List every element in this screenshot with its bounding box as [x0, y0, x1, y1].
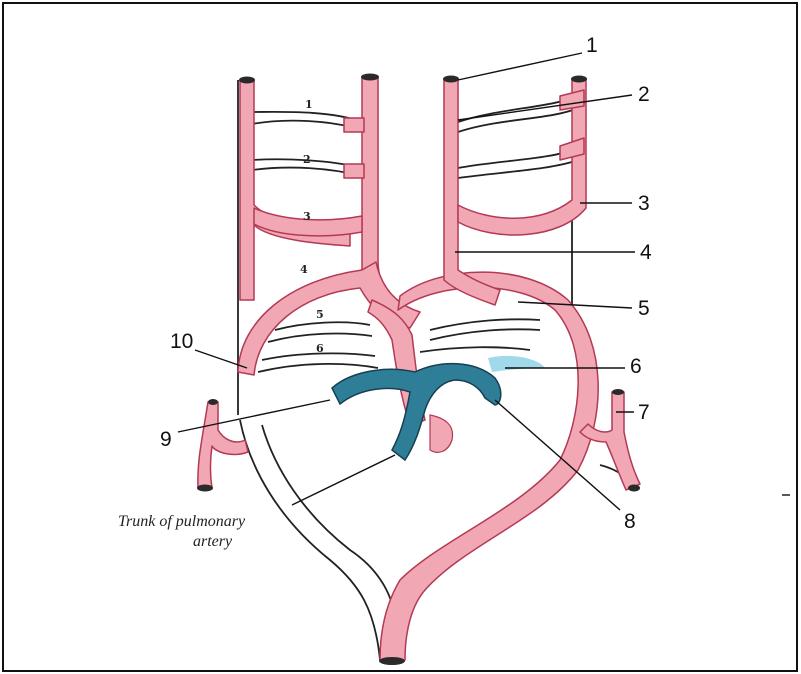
pulmonary-trunk-vessel — [332, 364, 501, 460]
ductus-stump — [430, 415, 453, 452]
leader-line-5 — [518, 302, 632, 308]
vessel-end-cap-left-lower — [197, 485, 213, 492]
vessel-end-cap-descending-aorta — [379, 657, 405, 665]
arch-number-1: 1 — [305, 98, 313, 111]
arch-number-6: 6 — [316, 342, 324, 355]
callout-7: 7 — [638, 401, 650, 424]
arch-number-5: 5 — [316, 308, 324, 321]
leader-line-1 — [458, 53, 582, 80]
callout-5: 5 — [638, 297, 650, 320]
arch-number-4: 4 — [300, 263, 308, 276]
callout-4: 4 — [640, 241, 652, 264]
caption-line-1: Trunk of pulmonary — [118, 513, 246, 530]
pulmonary-highlight — [488, 356, 545, 372]
vessel-end-cap-left-subclavian — [208, 399, 218, 405]
callout-6: 6 — [630, 355, 642, 378]
vessel-end-cap-right-outer — [571, 76, 587, 83]
callout-3: 3 — [638, 192, 650, 215]
caption-line-2: artery — [193, 533, 233, 550]
callout-2: 2 — [638, 83, 650, 106]
leader-line-8 — [495, 400, 620, 510]
callout-9: 9 — [160, 428, 172, 451]
leader-line-9 — [178, 400, 330, 432]
pulmonary-trunk-caption: Trunk of pulmonary artery — [118, 513, 246, 550]
vessel-end-cap-left-outer — [239, 77, 255, 84]
leader-line-pulmonary — [292, 455, 395, 505]
arch-number-3: 3 — [303, 210, 311, 223]
vessel-end-cap-right-lower — [628, 485, 640, 492]
arteries — [198, 78, 640, 660]
vessel-end-cap-right-subclavian — [612, 389, 624, 395]
callout-10: 10 — [170, 330, 193, 353]
callout-8: 8 — [624, 510, 636, 533]
callout-1: 1 — [586, 34, 598, 57]
arch-number-2: 2 — [303, 153, 311, 166]
vessel-end-cap-left-inner — [361, 74, 379, 81]
vessel-end-cap-right-inner — [443, 76, 459, 83]
pulmonary-trunk — [332, 356, 545, 460]
